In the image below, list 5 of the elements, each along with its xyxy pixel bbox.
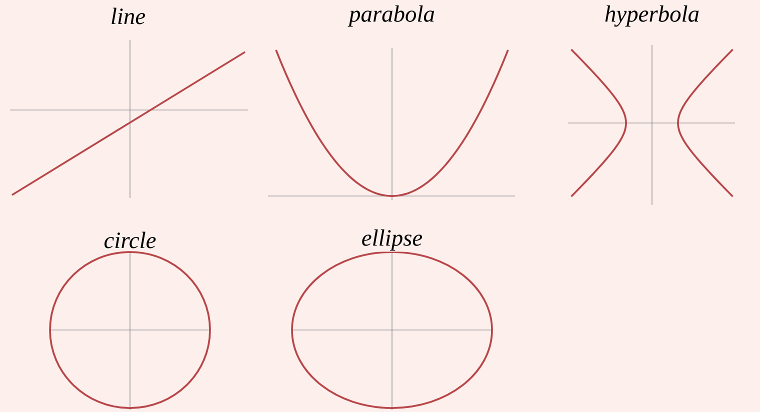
curve-label: ellipse <box>360 228 424 252</box>
curve-label: parabola <box>348 4 436 28</box>
curve-label: circle <box>102 230 158 250</box>
curve-label: hyperbola <box>603 4 701 28</box>
curve-label: line <box>109 6 147 26</box>
